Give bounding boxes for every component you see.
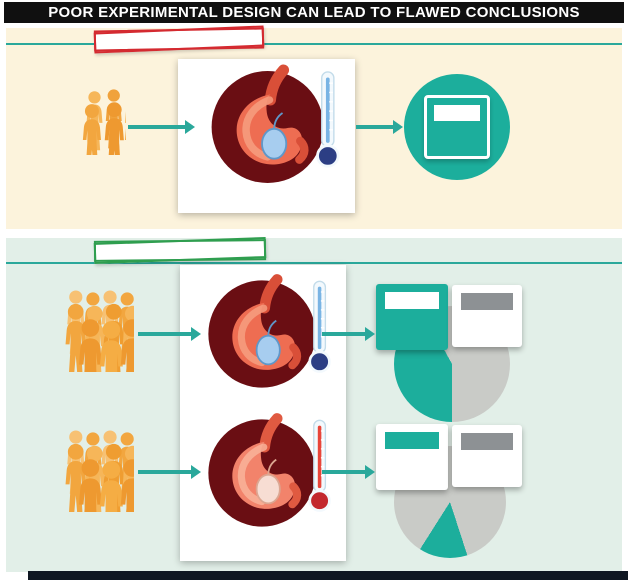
arrow-icon <box>322 464 375 479</box>
crowd-of-people-icon <box>16 290 134 372</box>
result-badge <box>404 74 510 180</box>
stomach-with-cold-thermometer-icon <box>206 57 346 197</box>
stomach-with-cold-thermometer-icon <box>203 267 337 401</box>
card-band <box>461 433 513 450</box>
arrow-icon <box>138 326 201 341</box>
card-band <box>385 292 439 309</box>
panel-top-rule <box>6 43 622 45</box>
panel-bottom-rule <box>6 262 622 264</box>
card-band <box>385 432 439 449</box>
arrow-icon <box>128 119 195 134</box>
card-band <box>434 105 480 121</box>
stomach-with-warm-thermometer-icon <box>203 406 337 540</box>
arrow-icon <box>356 119 403 134</box>
controlled-design-banner <box>93 237 267 264</box>
arrow-icon <box>138 464 201 479</box>
title-bar: POOR EXPERIMENTAL DESIGN CAN LEAD TO FLA… <box>4 2 624 23</box>
survey-card-icon <box>452 425 522 487</box>
crowd-of-people-icon <box>52 89 126 155</box>
survey-card-icon <box>376 284 448 350</box>
page-title: POOR EXPERIMENTAL DESIGN CAN LEAD TO FLA… <box>48 4 580 21</box>
survey-card-icon <box>376 424 448 490</box>
card-band <box>461 293 513 310</box>
credit-bar <box>28 571 628 580</box>
crowd-of-people-icon <box>16 430 134 512</box>
arrow-icon <box>322 326 375 341</box>
survey-card-icon <box>424 95 490 159</box>
survey-card-icon <box>452 285 522 347</box>
